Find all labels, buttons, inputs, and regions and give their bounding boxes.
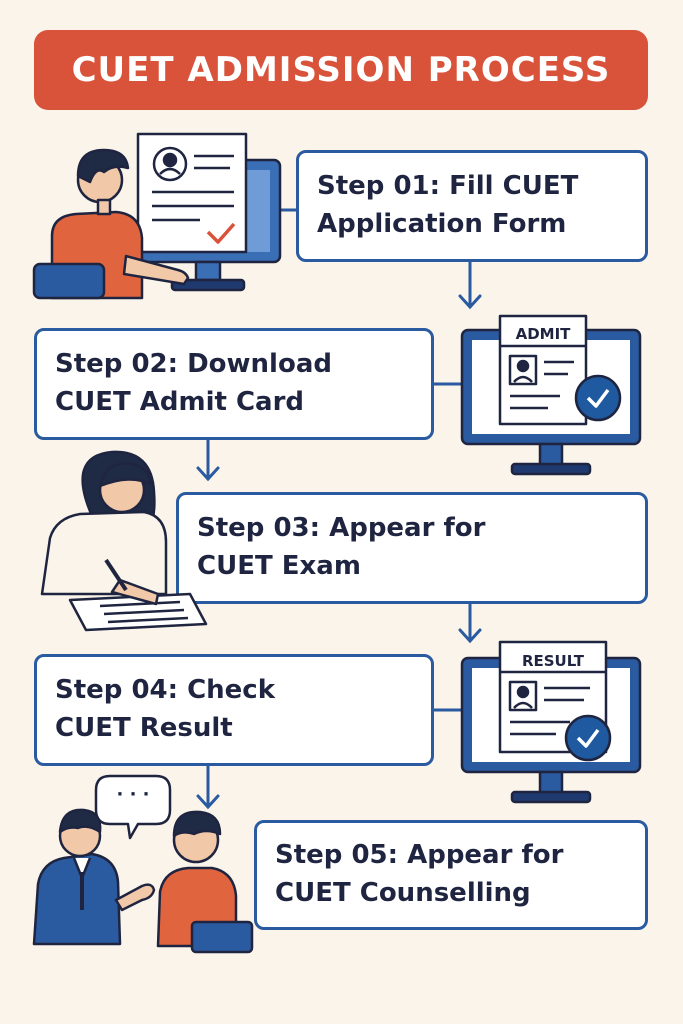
step-01-box: Step 01: Fill CUET Application Form	[296, 150, 648, 262]
step-01-label: Step 01: Fill CUET Application Form	[317, 171, 579, 239]
title-banner: CUET ADMISSION PROCESS	[34, 30, 648, 110]
step-05-box: Step 05: Appear for CUET Counselling	[254, 820, 648, 930]
connectors	[196, 208, 482, 810]
counselling-icon	[32, 774, 254, 954]
student-writing-icon	[40, 450, 208, 632]
step-03-label: Step 03: Appear for CUET Exam	[197, 513, 486, 581]
step-04-box: Step 04: Check CUET Result	[34, 654, 434, 766]
step-05-label: Step 05: Appear for CUET Counselling	[275, 840, 564, 908]
person-computer-icon	[32, 132, 282, 300]
speech-bubble-dots: · · ·	[116, 784, 149, 805]
step-02-label: Step 02: Download CUET Admit Card	[55, 349, 332, 417]
result-monitor-icon	[460, 640, 642, 804]
step-02-box: Step 02: Download CUET Admit Card	[34, 328, 434, 440]
admit-label: ADMIT	[516, 325, 572, 343]
step-04-label: Step 04: Check CUET Result	[55, 675, 276, 743]
admit-card-monitor-icon	[460, 314, 642, 476]
step-03-box: Step 03: Appear for CUET Exam	[176, 492, 648, 604]
result-label: RESULT	[522, 652, 585, 670]
page-title: CUET ADMISSION PROCESS	[71, 50, 611, 90]
